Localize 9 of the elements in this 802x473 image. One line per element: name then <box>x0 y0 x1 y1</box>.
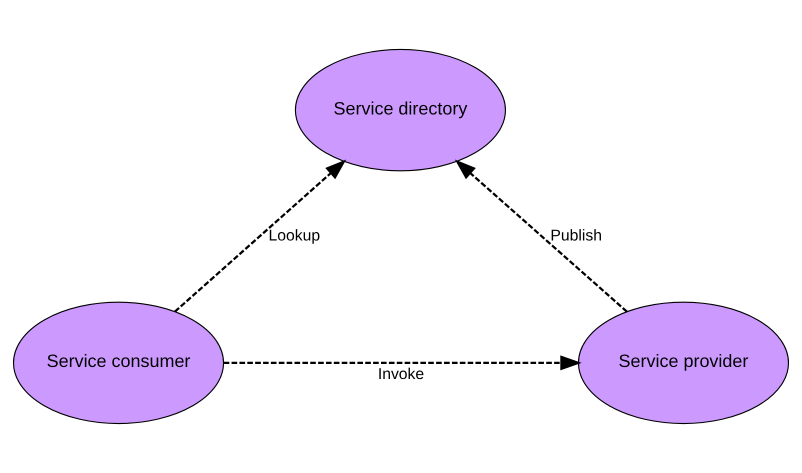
node-ellipse: Service directory <box>294 48 506 172</box>
arrow <box>224 355 582 370</box>
arrow <box>454 159 628 312</box>
edge-label: Publish <box>550 228 602 245</box>
node-ellipse: Service consumer <box>12 302 224 424</box>
edge-label: Lookup <box>268 228 320 245</box>
node-ellipse: Service provider <box>578 302 790 424</box>
arrow <box>174 159 346 312</box>
edge-label: Invoke <box>378 366 424 383</box>
